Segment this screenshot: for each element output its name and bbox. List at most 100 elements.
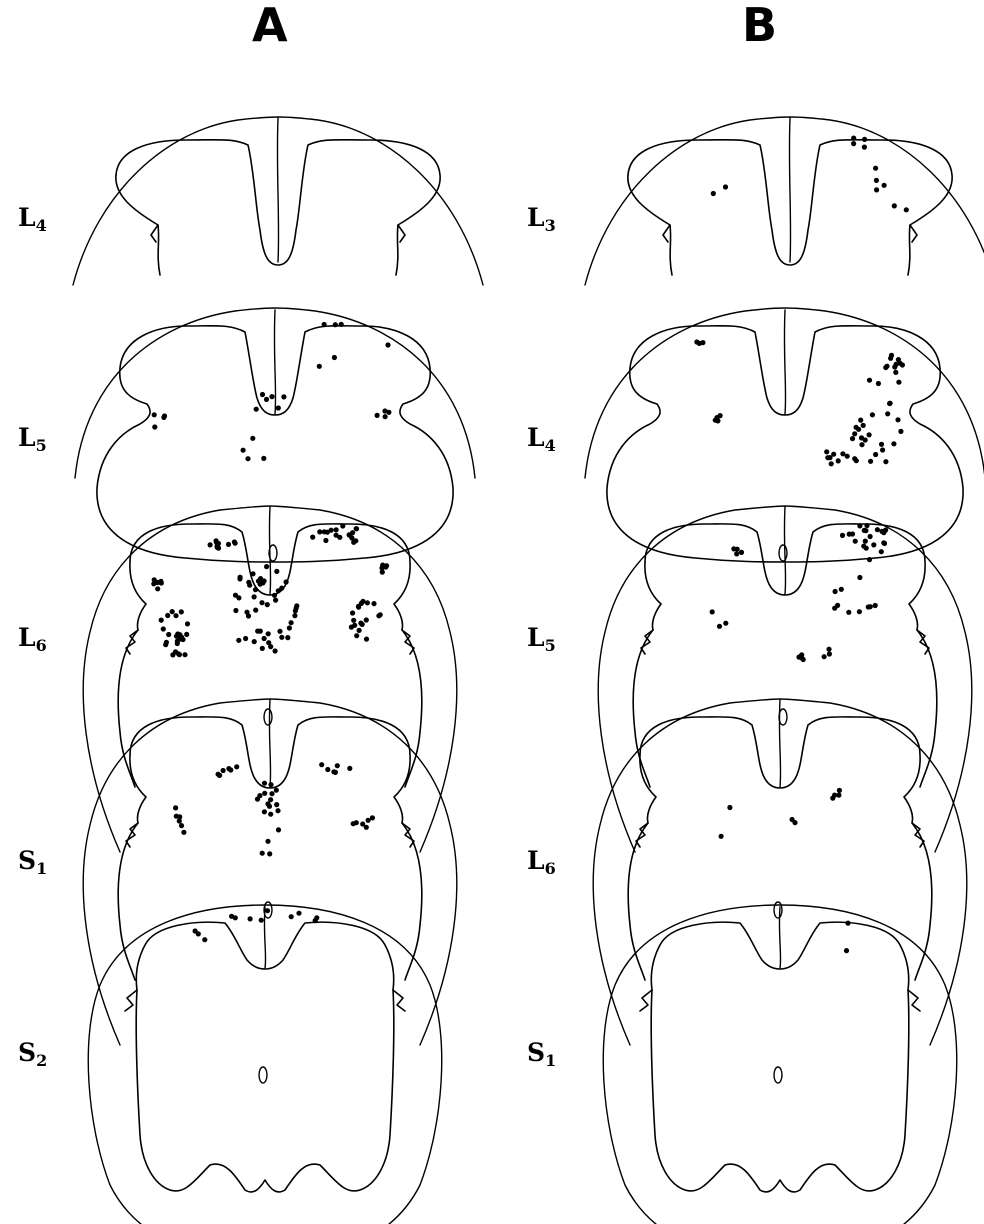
labeled-cell-dot <box>883 459 888 464</box>
labeled-cell-dot <box>260 580 265 585</box>
labeled-cell-dot <box>266 631 271 636</box>
labeled-cell-dot <box>259 918 264 923</box>
labeled-cell-dot <box>739 550 744 555</box>
labeled-cell-dot <box>832 606 837 611</box>
labeled-cell-dot <box>884 364 889 369</box>
labeled-cell-dot <box>317 529 322 534</box>
labeled-cell-dot <box>274 802 279 807</box>
section-a-l4 <box>73 117 483 285</box>
labeled-cell-dot <box>335 763 340 768</box>
labeled-cell-dot <box>228 767 233 772</box>
labeled-cell-dot <box>181 830 186 835</box>
labeled-cell-dot <box>378 612 383 617</box>
labeled-cell-dot <box>313 918 318 923</box>
labeled-cell-dot <box>892 203 897 208</box>
labeled-cell-dot <box>265 839 270 844</box>
labeled-cell-dot <box>845 921 850 926</box>
labeled-cell-dot <box>844 948 849 953</box>
labeled-cell-dot <box>281 394 286 399</box>
labeled-cell-dot <box>155 586 160 591</box>
labeled-cell-dot <box>322 322 327 327</box>
labeled-cell-dot <box>858 418 863 423</box>
labeled-cell-dot <box>151 581 156 586</box>
labeled-cell-dot <box>246 613 251 618</box>
labeled-cell-dot <box>840 533 845 538</box>
section-a-l5 <box>75 308 475 562</box>
labeled-cell-dot <box>719 834 724 839</box>
labeled-cell-dot <box>182 652 187 657</box>
labeled-cell-dot <box>179 823 184 828</box>
labeled-cell-dot <box>268 644 273 649</box>
labeled-cell-dot <box>874 178 879 183</box>
labeled-cell-dot <box>274 569 279 574</box>
labeled-cell-dot <box>801 657 806 662</box>
labeled-cell-dot <box>868 604 873 609</box>
labeled-cell-dot <box>202 937 207 942</box>
labeled-cell-dot <box>287 625 292 630</box>
labeled-cell-dot <box>322 529 327 534</box>
labeled-cell-dot <box>331 769 336 774</box>
labeled-cell-dot <box>285 635 290 640</box>
labeled-cell-dot <box>173 805 178 810</box>
labeled-cell-dot <box>354 820 359 825</box>
labeled-cell-dot <box>836 793 841 798</box>
labeled-cell-dot <box>364 637 369 642</box>
labeled-cell-dot <box>268 797 273 802</box>
labeled-cell-dot <box>864 523 869 528</box>
labeled-cell-dot <box>727 805 732 810</box>
labeled-cell-dot <box>272 593 277 598</box>
labeled-cell-dot <box>170 652 175 657</box>
section-a-s2 <box>88 905 441 1224</box>
labeled-cell-dot <box>332 355 337 360</box>
labeled-cell-dot <box>718 413 723 418</box>
labeled-cell-dot <box>822 654 827 659</box>
labeled-cell-dot <box>854 458 859 463</box>
labeled-cell-dot <box>267 851 272 856</box>
labeled-cell-dot <box>208 542 213 547</box>
labeled-cell-dot <box>862 137 867 142</box>
labeled-cell-dot <box>385 342 390 347</box>
labeled-cell-dot <box>217 773 222 778</box>
labeled-cell-dot <box>694 339 699 344</box>
labeled-cell-dot <box>170 609 175 614</box>
labeled-cell-dot <box>879 442 884 447</box>
labeled-cell-dot <box>853 539 858 544</box>
labeled-cell-dot <box>333 322 338 327</box>
labeled-cell-dot <box>276 405 281 410</box>
labeled-cell-dot <box>158 579 163 584</box>
labeled-cell-dot <box>184 632 189 637</box>
labeled-cell-dot <box>871 542 876 547</box>
labeled-cell-dot <box>262 809 267 814</box>
labeled-cell-dot <box>265 908 270 913</box>
labeled-cell-dot <box>354 633 359 638</box>
labeled-cell-dot <box>233 915 238 920</box>
labeled-cell-dot <box>867 432 872 437</box>
labeled-cell-dot <box>177 632 182 637</box>
labeled-cell-dot <box>289 914 294 919</box>
labeled-cell-dot <box>262 791 267 796</box>
labeled-cell-dot <box>874 187 879 192</box>
labeled-cell-dots <box>151 136 909 954</box>
labeled-cell-dot <box>879 549 884 554</box>
labeled-cell-dot <box>366 818 371 823</box>
labeled-cell-dot <box>179 609 184 614</box>
labeled-cell-dot <box>260 851 265 856</box>
labeled-cell-dot <box>846 610 851 615</box>
labeled-cell-dot <box>833 589 838 594</box>
labeled-cell-dot <box>253 587 258 592</box>
labeled-cell-dot <box>845 454 850 459</box>
labeled-cell-dot <box>359 601 364 606</box>
labeled-cell-dot <box>275 808 280 813</box>
labeled-cell-dot <box>347 533 352 538</box>
labeled-cell-dot <box>881 530 886 535</box>
labeled-cell-dot <box>241 448 246 453</box>
labeled-cell-dot <box>260 646 265 651</box>
labeled-cell-dot <box>264 564 269 569</box>
labeled-cell-dot <box>176 651 181 656</box>
labeled-cell-dot <box>269 791 274 796</box>
labeled-cell-dot <box>885 411 890 416</box>
labeled-cell-dot <box>243 636 248 641</box>
labeled-cell-dot <box>868 534 873 539</box>
labeled-cell-dot <box>863 437 868 442</box>
